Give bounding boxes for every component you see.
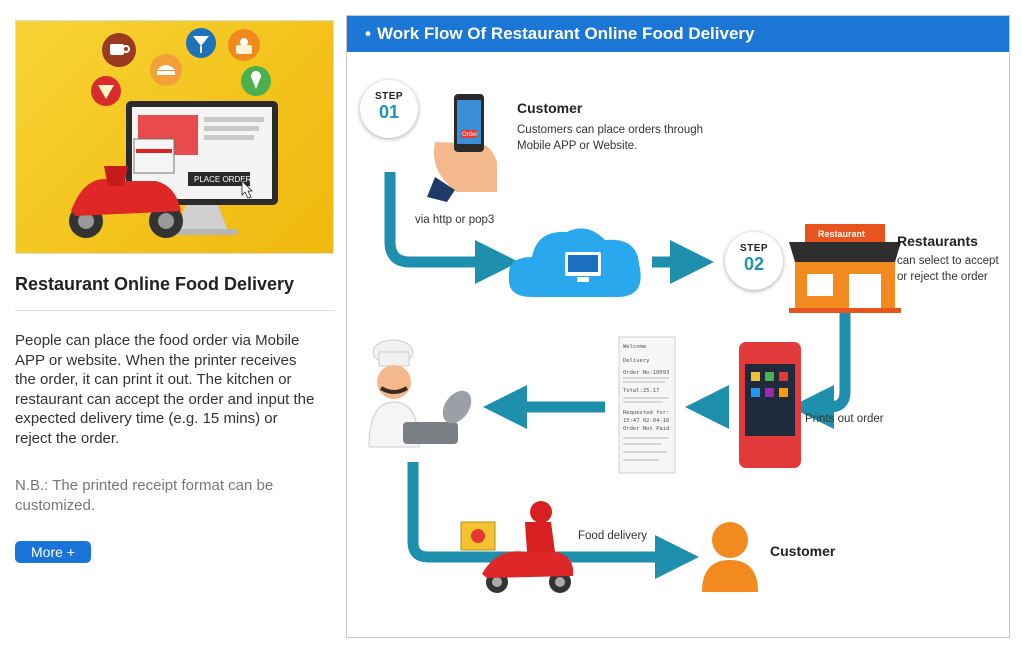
via-label: via http or pop3: [415, 214, 495, 226]
svg-text:Welcome: Welcome: [623, 344, 646, 350]
pos-terminal-icon: [739, 342, 801, 468]
scooter-icon: [69, 138, 183, 238]
cloud-computer-icon: [508, 228, 641, 297]
panel-title: Work Flow Of Restaurant Online Food Deli…: [376, 24, 755, 43]
monitor-icon: PLACE ORDER: [126, 101, 278, 235]
svg-text:Order No:10093: Order No:10093: [623, 370, 669, 376]
delivery-rider-icon: [460, 501, 574, 593]
step-01-number: 01: [378, 102, 400, 122]
chef-icon: [368, 339, 472, 448]
step-02-label: STEP: [739, 243, 769, 254]
receipt-icon: Welcome Delivery Order No:10093 Total:25…: [618, 336, 676, 474]
hero-image: PLACE ORDER: [15, 20, 334, 254]
phone-hand-icon: Order: [427, 94, 497, 202]
flow-line-customer-to-cloud: [384, 172, 519, 284]
divider: [15, 310, 335, 311]
prints-label: Prints out order: [805, 413, 884, 425]
burger-icon: [150, 54, 182, 86]
pizza-icon: [91, 76, 121, 106]
description-text: People can place the food order via Mobi…: [15, 332, 315, 447]
section-title: Restaurant Online Food Delivery: [15, 274, 295, 294]
svg-text:PLACE ORDER: PLACE ORDER: [194, 175, 252, 184]
step-02-badge: STEP 02: [725, 232, 783, 290]
food-delivery-label: Food delivery: [578, 530, 648, 542]
svg-text:Order Not Paid: Order Not Paid: [623, 426, 669, 432]
svg-text:15:47 02-04-16: 15:47 02-04-16: [623, 418, 669, 424]
step-02-number: 02: [743, 254, 765, 274]
restaurants-description: can select to accept or reject the order: [897, 255, 999, 283]
svg-text:Delivery: Delivery: [623, 358, 650, 364]
workflow-panel: • Work Flow Of Restaurant Online Food Del…: [346, 15, 1010, 638]
step-01-badge: STEP 01: [360, 80, 418, 138]
customer-icon: [702, 522, 758, 592]
flow-line-chef-to-customer: [407, 462, 699, 579]
customer-end-label: Customer: [770, 543, 836, 559]
drink-icon: [186, 28, 216, 58]
coffee-icon: [102, 33, 136, 67]
svg-text:Restaurant: Restaurant: [818, 229, 865, 239]
note-text: N.B.: The printed receipt format can be …: [15, 477, 274, 514]
svg-text:Order: Order: [462, 132, 477, 138]
svg-text:Total:25.17: Total:25.17: [623, 388, 659, 394]
ice-cream-icon: [241, 66, 271, 96]
flow-line-restaurant-to-pos: [790, 310, 851, 429]
hero-illustration: PLACE ORDER: [69, 28, 278, 238]
restaurant-store-icon: Restaurant: [789, 224, 901, 313]
customer-description: Customers can place orders through Mobil…: [517, 124, 704, 152]
step-01-label: STEP: [374, 91, 404, 102]
customer-title: Customer: [517, 100, 583, 116]
restaurants-title: Restaurants: [897, 233, 978, 249]
cake-icon: [228, 29, 260, 61]
header-bullet: •: [365, 24, 371, 43]
more-button[interactable]: More +: [15, 541, 91, 563]
workflow-diagram: Order Restaurant: [368, 94, 901, 593]
panel-header: • Work Flow Of Restaurant Online Food Del…: [347, 16, 1009, 52]
svg-text:Requested for:: Requested for:: [623, 410, 669, 416]
